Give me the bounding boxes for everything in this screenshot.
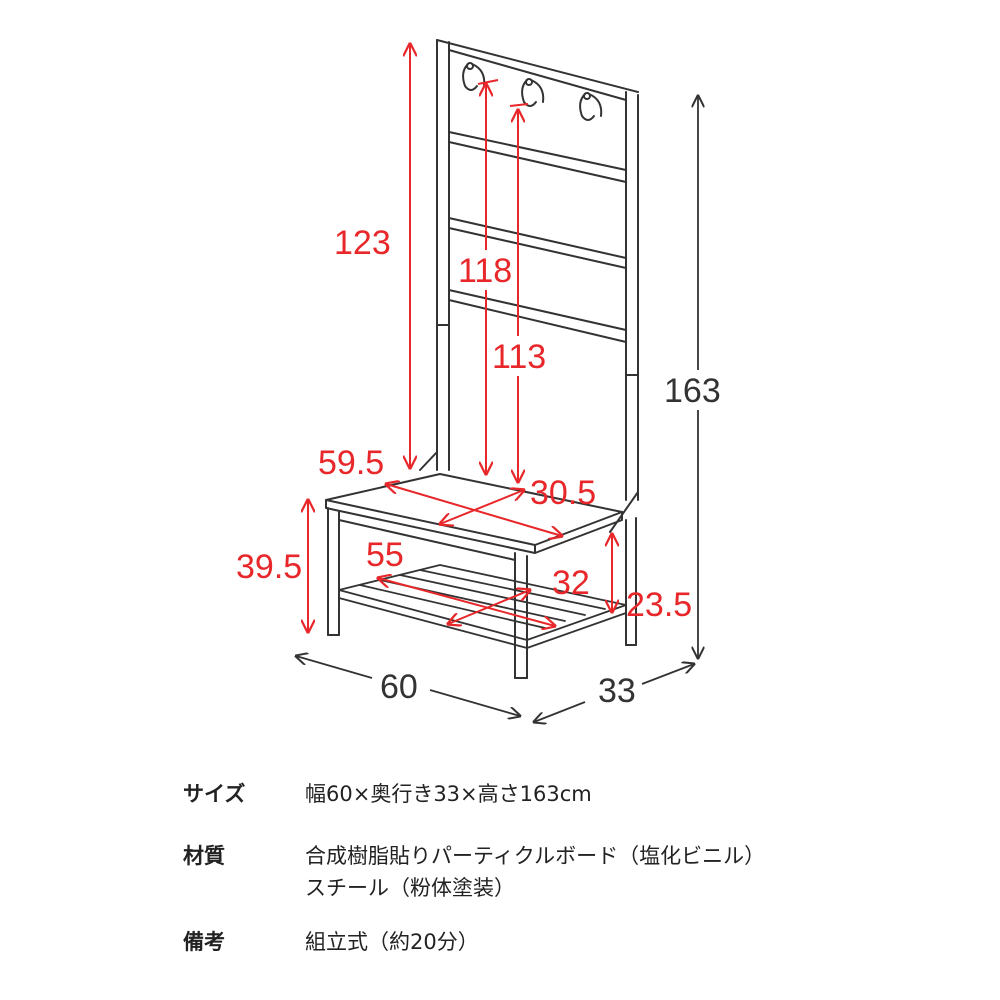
- label-163: 163: [664, 372, 721, 410]
- dim-line-60-left: [296, 656, 373, 679]
- dim-line-60-right: [429, 689, 520, 716]
- label-39-5: 39.5: [236, 548, 302, 586]
- label-60: 60: [380, 668, 418, 706]
- label-30-5: 30.5: [530, 474, 596, 512]
- furniture-dimension-diagram: 123 118 113 59.5 30.5 39.5 55 32 23.5 16…: [236, 39, 721, 760]
- spec-label-note: 備考: [183, 930, 225, 954]
- label-33: 33: [598, 672, 636, 710]
- dim-line-32: [448, 590, 530, 624]
- label-32: 32: [552, 564, 590, 602]
- spec-row-note: 備考 組立式（約20分）: [183, 926, 479, 958]
- red-dimension-lines: [308, 44, 612, 632]
- dim-line-33-right: [641, 664, 694, 685]
- spec-label-material: 材質: [183, 844, 225, 868]
- spec-label-size: サイズ: [183, 782, 246, 806]
- spec-value-note: 組立式（約20分）: [305, 930, 479, 954]
- dim-line-33-left: [534, 701, 586, 722]
- label-118: 118: [458, 252, 512, 290]
- spec-row-material: 材質 合成樹脂貼りパーティクルボード（塩化ビニル） スチール（粉体塗装）: [183, 840, 765, 904]
- label-113: 113: [492, 338, 546, 376]
- label-123: 123: [334, 224, 391, 262]
- hall-tree-bench-drawing: [325, 39, 639, 679]
- label-55: 55: [366, 536, 404, 574]
- spec-value-material-2: スチール（粉体塗装）: [305, 876, 515, 900]
- spec-row-size: サイズ 幅60×奥行き33×高さ163cm: [183, 778, 592, 810]
- coat-hooks: [462, 62, 603, 121]
- label-23-5: 23.5: [626, 586, 692, 624]
- dim-line-305: [440, 490, 524, 524]
- label-59-5: 59.5: [318, 444, 384, 482]
- spec-value-material-1: 合成樹脂貼りパーティクルボード（塩化ビニル）: [305, 844, 766, 868]
- spec-value-size: 幅60×奥行き33×高さ163cm: [305, 782, 592, 806]
